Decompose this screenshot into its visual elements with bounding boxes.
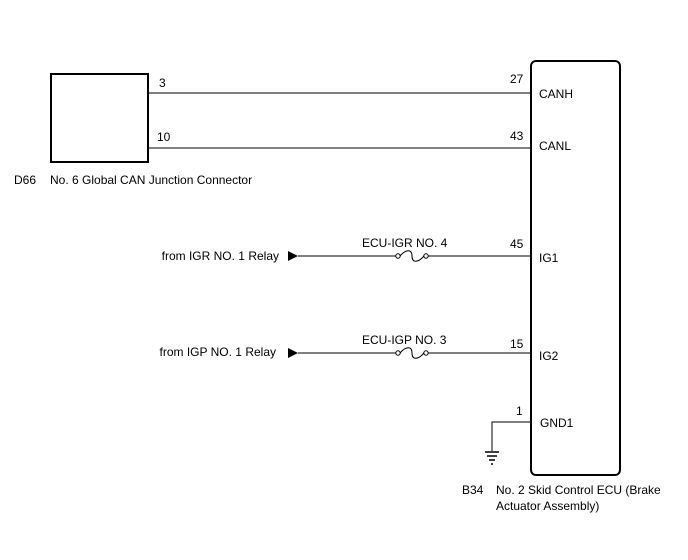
igp-fuse-left-terminal — [395, 350, 401, 356]
ecu-pin-canh-label: CANH — [539, 87, 573, 101]
igr-fuse-right-terminal — [423, 253, 429, 259]
ecu-pin-gnd1-label: GND1 — [540, 416, 574, 430]
igp-arrow-icon — [288, 348, 298, 358]
igr-fuse-left-terminal — [395, 253, 401, 259]
igr-arrow-icon — [288, 251, 298, 261]
ecu-name-line1: No. 2 Skid Control ECU (Brake — [496, 483, 661, 497]
ecu-pin-ig2-label: IG2 — [539, 349, 559, 363]
igp-fuse-label: ECU-IGP NO. 3 — [362, 333, 447, 347]
igp-source-label: from IGP NO. 1 Relay — [160, 345, 276, 359]
igr-fuse-icon — [399, 250, 425, 262]
ground-wire — [491, 421, 531, 451]
igp-fuse-right-terminal — [423, 350, 429, 356]
ecu-pin-canh-number: 27 — [510, 72, 524, 86]
igr-source-label: from IGR NO. 1 Relay — [162, 249, 279, 263]
junction-connector-name: No. 6 Global CAN Junction Connector — [50, 173, 252, 187]
junction-pin-canh: 3 — [159, 76, 166, 90]
ecu-code: B34 — [462, 483, 484, 497]
junction-connector-box — [50, 73, 149, 163]
ecu-name-line2: Actuator Assembly) — [496, 499, 599, 513]
ground-icon — [485, 451, 499, 465]
ecu-pin-ig1-number: 45 — [510, 237, 524, 251]
igp-fuse-icon — [399, 347, 425, 359]
ecu-pin-ig2-number: 15 — [510, 337, 524, 351]
igr-fuse-label: ECU-IGR NO. 4 — [362, 236, 448, 250]
ecu-pin-canl-number: 43 — [510, 129, 524, 143]
junction-connector-code: D66 — [14, 173, 36, 187]
ecu-box — [530, 60, 621, 476]
ecu-pin-gnd1-number: 1 — [516, 404, 523, 418]
ecu-pin-ig1-label: IG1 — [539, 251, 559, 265]
junction-pin-canl: 10 — [157, 130, 171, 144]
ecu-pin-canl-label: CANL — [539, 139, 571, 153]
